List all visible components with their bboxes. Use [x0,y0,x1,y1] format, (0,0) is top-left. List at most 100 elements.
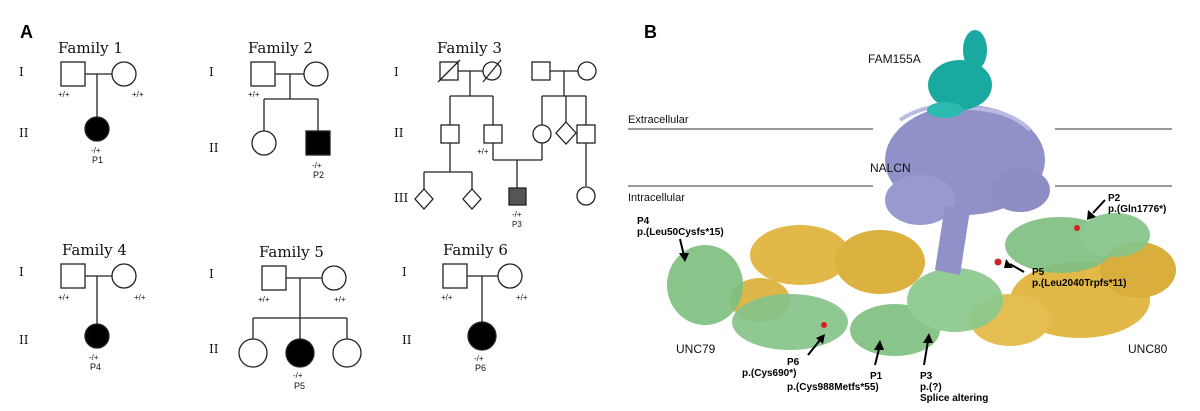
panel-b-label: B [644,22,657,42]
father-square [60,61,86,87]
genotype-label: +/+ [516,293,528,302]
panel-a-label: A [20,22,33,42]
variant-p3-note: Splice altering [920,393,988,404]
arrow-head [1004,259,1013,268]
genotype-label: +/+ [248,90,260,99]
arrow-p1 [874,348,880,366]
family-6-title: Family 6 [443,241,508,259]
panel-b: B Extracellular Intracellular [628,22,1176,404]
arrow-p6 [807,339,821,356]
variant-p3-change: p.(?) [920,382,942,393]
variant-p6-patient: P6 [787,357,800,368]
genotype-label: +/+ [134,293,146,302]
uncle-square [440,124,460,144]
generation-label-II: II [209,141,219,155]
father-square [442,263,468,289]
mother-circle [532,124,552,144]
mother-circle [303,61,329,87]
nalcn-structure [885,103,1050,275]
cousin-diamond [462,188,482,210]
affected-daughter-circle [467,321,497,351]
unc79-structure [667,213,1150,356]
affected-daughter-circle [285,338,315,368]
father-square [483,124,503,144]
variant-p3-patient: P3 [920,371,933,382]
arrow-head [816,334,825,344]
unc79-label: UNC79 [676,342,716,356]
deceased-slash [437,59,461,83]
family-4-title: Family 4 [62,241,127,259]
genotype-label: +/+ [441,293,453,302]
generation-label-II: II [19,126,29,140]
affected-son-square [508,187,527,206]
sibling-diamond [555,121,577,145]
grandfather-square [531,61,551,81]
father-square [261,265,287,291]
panel-a: A Family 1 I II +/+ +/+ -/+ P1 Family 2 … [19,22,597,391]
family-3-title: Family 3 [437,39,502,57]
affected-son-square [305,130,331,156]
genotype-label: -/+ [474,354,484,363]
daughter-circle [238,338,268,368]
father-square [250,61,276,87]
arrow-p2 [1092,199,1106,214]
deceased-slash [482,59,502,83]
nalcn-label: NALCN [870,161,911,175]
daughter-circle [251,130,277,156]
family-1-title: Family 1 [58,39,123,57]
intracellular-label: Intracellular [628,192,685,204]
affected-daughter-circle [84,323,110,349]
genotype-label: -/+ [293,371,303,380]
fam155a-structure [927,30,992,118]
unc80-label: UNC80 [1128,342,1168,356]
generation-label-II: II [209,342,219,356]
patient-label: P3 [512,220,522,229]
arrow-head [679,253,689,262]
patient-label: P5 [294,381,305,391]
variant-arrows [679,199,1106,366]
genotype-label: -/+ [91,146,101,155]
genotype-label: -/+ [89,353,99,362]
family-2-title: Family 2 [248,39,313,57]
variant-p2-change: p.(Gln1776*) [1108,204,1166,215]
genotype-label: +/+ [477,147,489,156]
pedigree-family-5: Family 5 I II +/+ +/+ -/+ P5 [209,243,362,391]
generation-label-I: I [19,65,24,79]
mutation-marker-p5 [994,258,1002,266]
generation-label-III: III [394,191,408,205]
generation-label-I: I [394,65,399,79]
cousin-circle [576,186,596,206]
generation-label-I: I [209,267,214,281]
mother-circle [321,265,347,291]
affected-daughter-circle [84,116,110,142]
grandmother-circle [577,61,597,81]
patient-label: P4 [90,362,101,372]
variant-p5-change: p.(Leu2040Trpfs*11) [1032,278,1126,289]
variant-p1-patient: P1 [870,371,883,382]
extracellular-label: Extracellular [628,114,689,126]
variant-p5-patient: P5 [1032,267,1045,278]
family-5-title: Family 5 [259,243,324,261]
pedigree-family-3: Family 3 I II III [394,39,597,229]
generation-label-II: II [19,333,29,347]
genotype-label: +/+ [58,90,70,99]
variant-p1-change: p.(Cys988Metfs*55) [787,382,879,393]
variant-p6-change: p.(Cys690*) [742,368,796,379]
variant-p4-change: p.(Leu50Cysfs*15) [637,227,724,238]
genotype-label: -/+ [312,161,322,170]
variant-labels: P4 p.(Leu50Cysfs*15) P2 p.(Gln1776*) P5 … [637,193,1166,404]
arrow-head [874,340,884,350]
pedigree-family-6: Family 6 I II +/+ +/+ -/+ P6 [402,241,528,373]
patient-label: P6 [475,363,486,373]
genotype-label: +/+ [258,295,270,304]
mutation-marker-p2 [1074,225,1080,231]
arrow-head [923,333,933,343]
mother-circle [111,61,137,87]
patient-label: P2 [313,170,324,180]
fam155a-label: FAM155A [868,52,921,66]
pedigree-family-1: Family 1 I II +/+ +/+ -/+ P1 [19,39,144,165]
genotype-label: +/+ [58,293,70,302]
cousin-diamond [414,188,434,210]
pedigree-family-4: Family 4 I II +/+ +/+ -/+ P4 [19,241,146,372]
mother-circle [111,263,137,289]
